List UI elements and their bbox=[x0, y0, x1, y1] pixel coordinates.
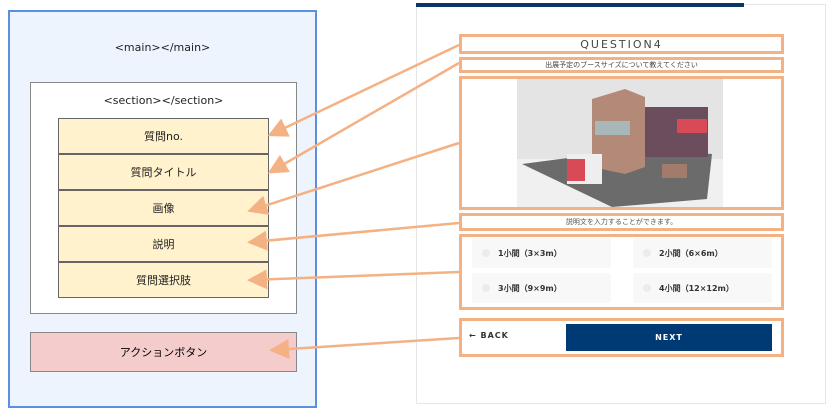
item-action-button: アクションボタン bbox=[30, 332, 297, 372]
radio-icon bbox=[482, 284, 490, 292]
buttons-box bbox=[459, 318, 784, 357]
choice-label: 2小間（6×6m） bbox=[659, 248, 723, 258]
item-question-title: 質問タイトル bbox=[58, 154, 269, 190]
choice-label: 3小間（9×9m） bbox=[498, 283, 562, 293]
radio-icon bbox=[643, 284, 651, 292]
choice-label: 4小間（12×12m） bbox=[659, 283, 734, 293]
question-title: 出展予定のブースサイズについて教えてください bbox=[459, 57, 784, 73]
arrow-action bbox=[269, 336, 460, 360]
section-label: <section></section> bbox=[103, 94, 224, 107]
item-description: 説明 bbox=[58, 226, 269, 262]
item-choices: 質問選択肢 bbox=[58, 262, 269, 298]
choice-2[interactable]: 2小間（6×6m） bbox=[633, 238, 772, 268]
arrow-left-icon: ← bbox=[469, 331, 481, 340]
item-image: 画像 bbox=[58, 190, 269, 226]
radio-icon bbox=[643, 249, 651, 257]
main-label: <main></main> bbox=[114, 41, 211, 54]
question-number: QUESTION4 bbox=[459, 34, 784, 54]
progress-bar bbox=[416, 3, 744, 7]
choice-1[interactable]: 1小間（3×3m） bbox=[472, 238, 611, 268]
item-question-no: 質問no. bbox=[58, 118, 269, 154]
next-button[interactable]: NEXT bbox=[566, 324, 772, 351]
arrow-choices bbox=[247, 269, 460, 290]
choices-box bbox=[459, 234, 784, 310]
choice-label: 1小間（3×3m） bbox=[498, 248, 562, 258]
arrow-question-no bbox=[267, 43, 460, 137]
arrow-question-title bbox=[267, 61, 460, 174]
choice-3[interactable]: 3小間（9×9m） bbox=[472, 273, 611, 303]
radio-icon bbox=[482, 249, 490, 257]
booth-image bbox=[517, 79, 723, 207]
arrow-description bbox=[247, 221, 460, 251]
back-button[interactable]: ← BACK bbox=[469, 331, 509, 340]
back-label: BACK bbox=[480, 331, 509, 340]
description: 説明文を入力することができます。 bbox=[459, 213, 784, 231]
image-box bbox=[459, 76, 784, 210]
choice-4[interactable]: 4小間（12×12m） bbox=[633, 273, 772, 303]
arrow-image bbox=[247, 141, 460, 215]
